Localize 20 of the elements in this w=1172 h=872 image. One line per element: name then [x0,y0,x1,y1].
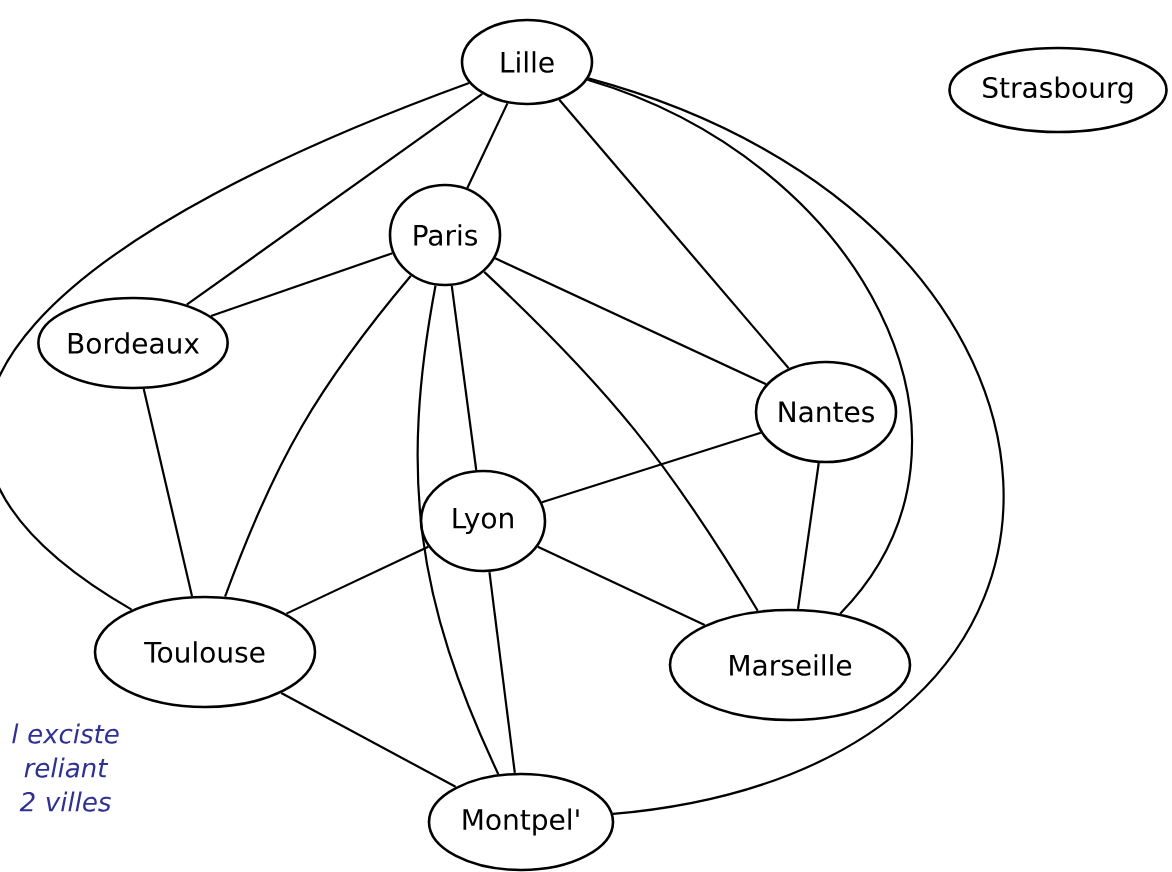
road-line [483,271,759,612]
road-line [488,571,516,773]
road-line [0,82,470,611]
road-line [796,462,820,609]
road-line [537,545,706,626]
road-line [494,257,767,386]
road-line [558,99,790,369]
road-line [280,692,457,788]
road-line [466,102,509,189]
handwritten-note: l exciste reliant 2 villes [12,723,119,812]
road-line [587,78,912,615]
road-line [285,545,429,615]
road-line [587,77,1004,816]
road-line [186,93,483,306]
road-line [210,252,393,318]
road-line [450,285,478,471]
road-line [224,275,412,597]
road-line [416,285,500,775]
road-line [142,388,194,597]
road-line [541,431,762,504]
